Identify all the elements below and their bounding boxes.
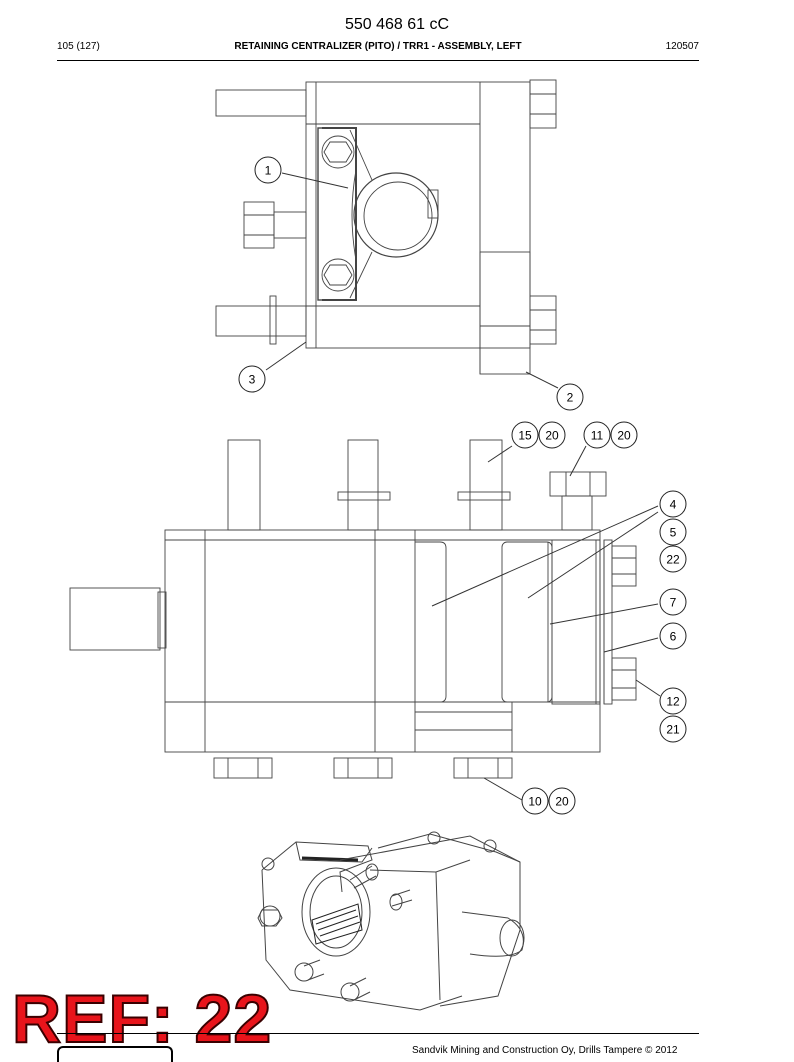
svg-text:7: 7 [670, 596, 677, 610]
logo-frame [57, 1046, 173, 1062]
centralizer-body [305, 81, 531, 349]
svg-text:4: 4 [670, 498, 677, 512]
svg-text:10: 10 [528, 795, 542, 809]
callout-6: 6 [659, 622, 687, 650]
svg-text:20: 20 [545, 429, 559, 443]
svg-text:2: 2 [567, 391, 574, 405]
header-rule [57, 60, 699, 61]
callout-7: 7 [659, 588, 687, 616]
svg-text:11: 11 [591, 429, 604, 443]
footer-copyright: Sandvik Mining and Construction Oy, Dril… [412, 1045, 678, 1056]
svg-text:1: 1 [265, 164, 272, 178]
callout-21: 21 [659, 715, 687, 743]
page-number: 105 (127) [57, 41, 100, 52]
callout-11: 11 [583, 421, 611, 449]
svg-text:6: 6 [670, 630, 677, 644]
svg-text:3: 3 [249, 373, 256, 387]
side-body [164, 529, 601, 753]
svg-text:20: 20 [555, 795, 569, 809]
svg-text:22: 22 [666, 553, 680, 567]
svg-text:12: 12 [666, 695, 680, 709]
callout-12: 12 [659, 687, 687, 715]
leader-lines [265, 172, 661, 801]
callout-20a: 20 [538, 421, 566, 449]
date-code: 120507 [665, 41, 699, 52]
stud-bottom [215, 305, 307, 337]
callout-20c: 20 [548, 787, 576, 815]
page-title: RETAINING CENTRALIZER (PITO) / TRR1 - AS… [234, 41, 522, 52]
footer-rule [57, 1033, 699, 1034]
document-number: 550 468 61 cC [344, 16, 450, 33]
callout-10: 10 [521, 787, 549, 815]
callout-15: 15 [511, 421, 539, 449]
callout-2: 2 [556, 383, 584, 411]
side-view [69, 439, 637, 779]
callout-1: 1 [254, 156, 282, 184]
top-view [215, 79, 557, 375]
svg-text:20: 20 [617, 429, 631, 443]
svg-text:5: 5 [670, 526, 677, 540]
isometric-view [257, 831, 525, 1011]
callout-22: 22 [659, 545, 687, 573]
bolt-left [243, 201, 275, 249]
callout-5: 5 [659, 518, 687, 546]
callout-20b: 20 [610, 421, 638, 449]
svg-text:15: 15 [518, 429, 532, 443]
callouts: 1 3 2 15 20 11 20 4 5 22 7 6 12 21 10 20 [238, 156, 687, 815]
callout-4: 4 [659, 490, 687, 518]
svg-text:21: 21 [666, 723, 680, 737]
stud-top [215, 89, 307, 117]
ref-stamp: REF: 22 [11, 981, 273, 1057]
callout-3: 3 [238, 365, 266, 393]
